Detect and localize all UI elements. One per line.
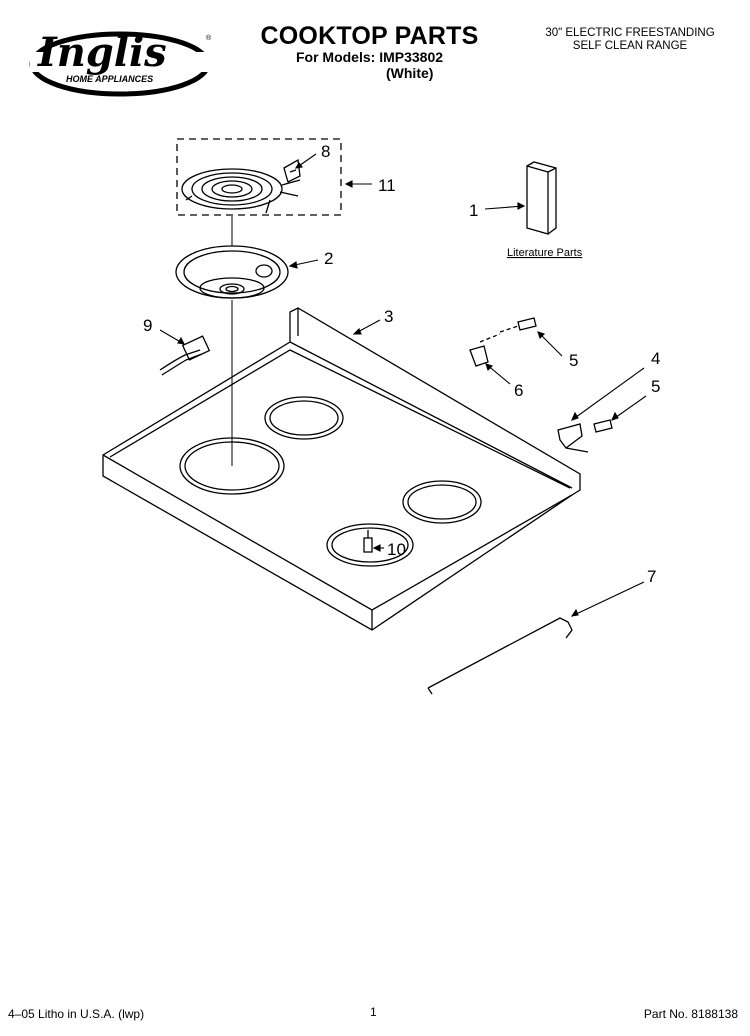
burner-opening-front-left xyxy=(179,437,285,495)
range-description-line1: 30" ELECTRIC FREESTANDING xyxy=(545,27,715,39)
callout-6: 6 xyxy=(514,381,523,400)
litho-note: 4–05 Litho in U.S.A. (lwp) xyxy=(8,1007,145,1021)
support-rod xyxy=(427,617,573,695)
burner-opening-rear-left xyxy=(264,396,344,440)
callout-labels: 1 2 3 4 5 5 6 7 8 9 10 11 xyxy=(143,142,660,586)
callout-8: 8 xyxy=(321,142,330,161)
logo-wordmark: Inglis xyxy=(37,29,167,76)
svg-text:®: ® xyxy=(206,34,212,42)
screw-upper xyxy=(479,317,537,343)
burner-opening-rear-right xyxy=(402,480,482,524)
callout-2: 2 xyxy=(324,249,333,268)
leader-lines xyxy=(159,153,647,617)
burner-opening-front-right xyxy=(326,523,414,567)
callout-3: 3 xyxy=(384,307,393,326)
cooktop xyxy=(102,307,581,631)
screw-lower xyxy=(593,419,613,433)
part-number: Part No. 8188138 xyxy=(643,1007,738,1021)
logo-tagline: HOME APPLIANCES xyxy=(66,74,153,84)
page-title: COOKTOP PARTS xyxy=(260,22,479,50)
page-number: 1 xyxy=(370,1005,377,1019)
callout-7: 7 xyxy=(647,567,656,586)
color-line: (White) xyxy=(386,65,434,81)
wire-harness xyxy=(159,335,211,376)
callout-4: 4 xyxy=(651,349,660,368)
inglis-logo: Inglis HOME APPLIANCES ® xyxy=(29,29,216,97)
literature-booklet xyxy=(526,161,557,235)
literature-label: Literature Parts xyxy=(507,247,583,259)
range-description-line2: SELF CLEAN RANGE xyxy=(572,40,688,52)
models-line: For Models: IMP33802 xyxy=(295,49,444,65)
surface-element xyxy=(181,168,301,214)
callout-11: 11 xyxy=(378,176,396,195)
clip-nut xyxy=(469,345,489,367)
callout-5-lower: 5 xyxy=(651,377,660,396)
callout-9: 9 xyxy=(143,316,152,335)
callout-10: 10 xyxy=(387,540,406,559)
burner-clip xyxy=(363,530,373,553)
bracket xyxy=(557,423,589,453)
terminal-block xyxy=(283,158,301,183)
callout-1: 1 xyxy=(469,201,478,220)
callout-5-upper: 5 xyxy=(569,351,578,370)
drip-bowl xyxy=(175,245,289,299)
